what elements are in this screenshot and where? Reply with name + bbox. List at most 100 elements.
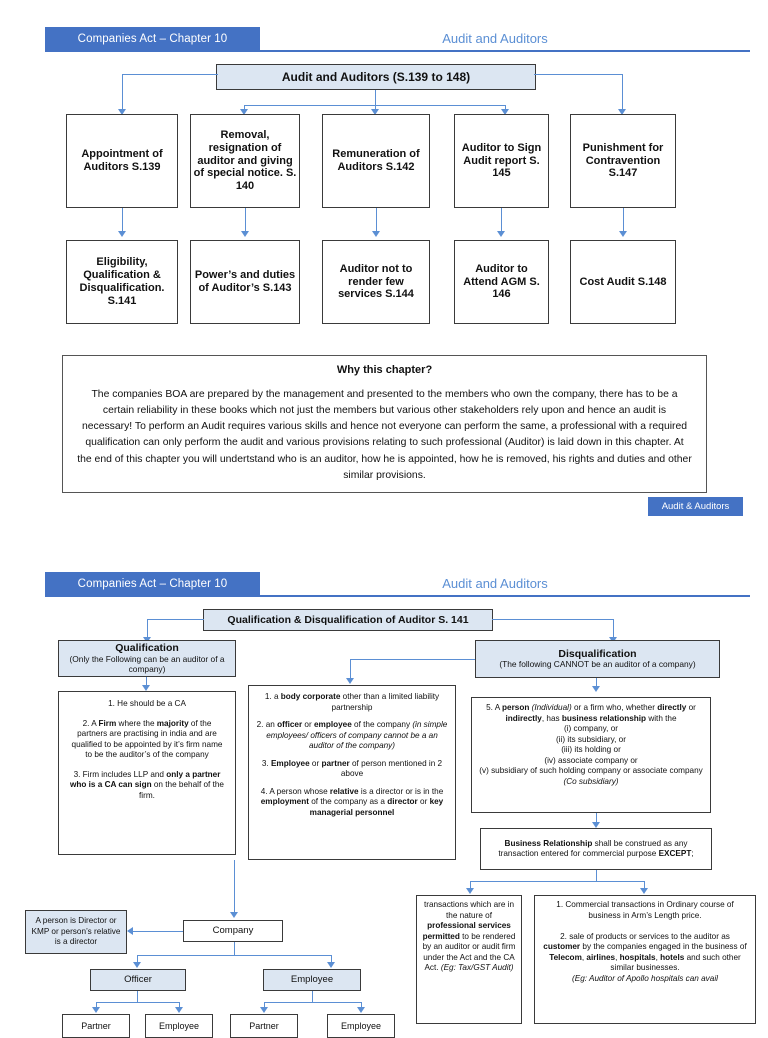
connector-arrow: [327, 962, 335, 968]
connector: [264, 1002, 362, 1004]
connector: [644, 881, 646, 891]
connector: [596, 813, 598, 825]
box-disqualification-list: 1. a body corporate other than a limited…: [248, 685, 456, 860]
box-eligibility-qualification-disqualification: Eligibility, Qualification & Disqualific…: [66, 240, 178, 324]
root-box-qualification-disqualification: Qualification & Disqualification of Audi…: [203, 609, 493, 631]
box-auditor-to-sign-audit-report: Auditor to Sign Audit report S. 145: [454, 114, 549, 208]
connector: [122, 74, 218, 76]
exception-2-text: 1. Commercial transactions in Ordinary c…: [543, 900, 747, 983]
connector: [234, 860, 236, 915]
box-powers-and-duties-of-auditors: Power’s and duties of Auditor’s S.143: [190, 240, 300, 324]
slide2-header-title: Audit and Auditors: [442, 576, 548, 591]
box-leaf-officer-employee: Employee: [145, 1014, 213, 1038]
slide2-header-rule: [45, 595, 750, 597]
connector-arrow: [346, 678, 354, 684]
business-relationship-list: 5. A person (Individual) or a firm who, …: [479, 703, 703, 786]
box-auditor-not-to-render-few-services: Auditor not to render few services S.144: [322, 240, 430, 324]
disqualification-items: 1. a body corporate other than a limited…: [256, 692, 448, 818]
connector: [146, 677, 148, 688]
connector: [122, 208, 124, 234]
box-business-relationship-items: 5. A person (Individual) or a firm who, …: [471, 697, 711, 813]
connector: [133, 931, 183, 933]
connector: [244, 105, 246, 112]
connector-arrow: [371, 109, 379, 115]
status-badge: Audit & Auditors: [648, 497, 743, 516]
connector: [596, 678, 598, 689]
business-relationship-definition-text: Business Relationship shall be construed…: [498, 838, 694, 859]
slide-qualification-disqualification: Companies Act – Chapter 10 Audit and Aud…: [0, 545, 768, 1038]
box-cost-audit: Cost Audit S.148: [570, 240, 676, 324]
box-exception-professional-services: transactions which are in the nature of …: [416, 895, 522, 1024]
box-director-kmp-note: A person is Director or KMP or person’s …: [25, 910, 127, 954]
connector: [350, 659, 352, 681]
connector: [245, 208, 247, 234]
connector-arrow: [372, 231, 380, 237]
connector: [147, 619, 149, 640]
connector-arrow: [466, 888, 474, 894]
slide1-header: Companies Act – Chapter 10 Audit and Aud…: [0, 0, 768, 52]
list-item: 3. Employee or partner of person mention…: [261, 758, 443, 779]
list-item: 2. A Firm where the majority of the part…: [71, 718, 223, 760]
connector-arrow: [640, 888, 648, 894]
connector: [492, 619, 614, 621]
box-remuneration-of-auditors: Remuneration of Auditors S.142: [322, 114, 430, 208]
connector: [350, 659, 475, 661]
connector: [622, 74, 624, 112]
connector: [534, 74, 623, 76]
connector: [234, 942, 236, 956]
connector-arrow: [618, 109, 626, 115]
connector-arrow: [357, 1007, 365, 1013]
connector-arrow: [241, 231, 249, 237]
box-qualification-header: Qualification (Only the Following can be…: [58, 640, 236, 677]
connector-arrow: [240, 109, 248, 115]
connector: [96, 1002, 180, 1004]
connector-arrow: [592, 686, 600, 692]
connector: [376, 208, 378, 234]
connector: [96, 1002, 98, 1010]
connector-arrow: [133, 962, 141, 968]
connector: [470, 881, 645, 883]
connector: [596, 870, 598, 882]
connector: [137, 955, 332, 957]
director-kmp-note-text: A person is Director or KMP or person’s …: [31, 916, 121, 947]
connector-arrow: [175, 1007, 183, 1013]
list-item: 4. A person whose relative is a director…: [260, 786, 444, 817]
box-business-relationship-definition: Business Relationship shall be construed…: [480, 828, 712, 870]
connector: [375, 90, 377, 106]
connector-arrow: [260, 1007, 268, 1013]
disqualification-title: Disqualification: [558, 647, 637, 660]
why-this-chapter-title: Why this chapter?: [336, 364, 433, 376]
list-item: 1. a body corporate other than a limited…: [264, 692, 440, 712]
exception-1-text: transactions which are in the nature of …: [422, 900, 516, 972]
connector-arrow: [592, 822, 600, 828]
slide1-header-rule: [45, 50, 750, 52]
connector: [179, 1002, 181, 1010]
connector-arrow: [142, 685, 150, 691]
connector-arrow: [92, 1007, 100, 1013]
connector-arrow: [497, 231, 505, 237]
connector: [147, 619, 204, 621]
box-employee: Employee: [263, 969, 361, 991]
slide-audit-and-auditors-overview: Companies Act – Chapter 10 Audit and Aud…: [0, 0, 768, 516]
connector: [331, 955, 333, 965]
slide1-header-title: Audit and Auditors: [442, 31, 548, 46]
connector-arrow-left: [127, 927, 133, 935]
connector: [613, 619, 615, 640]
connector: [375, 105, 377, 112]
box-qualification-list: 1. He should be a CA 2. A Firm where the…: [58, 691, 236, 855]
connector-arrow: [118, 109, 126, 115]
connector: [470, 881, 472, 891]
box-exception-commercial-transactions: 1. Commercial transactions in Ordinary c…: [534, 895, 756, 1024]
why-this-chapter-body: The companies BOA are prepared by the ma…: [77, 389, 692, 481]
box-auditor-to-attend-agm: Auditor to Attend AGM S. 146: [454, 240, 549, 324]
connector: [505, 105, 507, 112]
connector: [361, 1002, 363, 1010]
why-this-chapter-panel: Why this chapter? The companies BOA are …: [62, 355, 707, 493]
box-punishment-for-contravention: Punishment for Contravention S.147: [570, 114, 676, 208]
qualification-subtitle: (Only the Following can be an auditor of…: [69, 653, 225, 674]
qualification-title: Qualification: [115, 642, 179, 655]
box-company: Company: [183, 920, 283, 942]
connector-arrow: [118, 231, 126, 237]
box-disqualification-header: Disqualification (The following CANNOT b…: [475, 640, 720, 678]
connector-arrow: [230, 912, 238, 918]
